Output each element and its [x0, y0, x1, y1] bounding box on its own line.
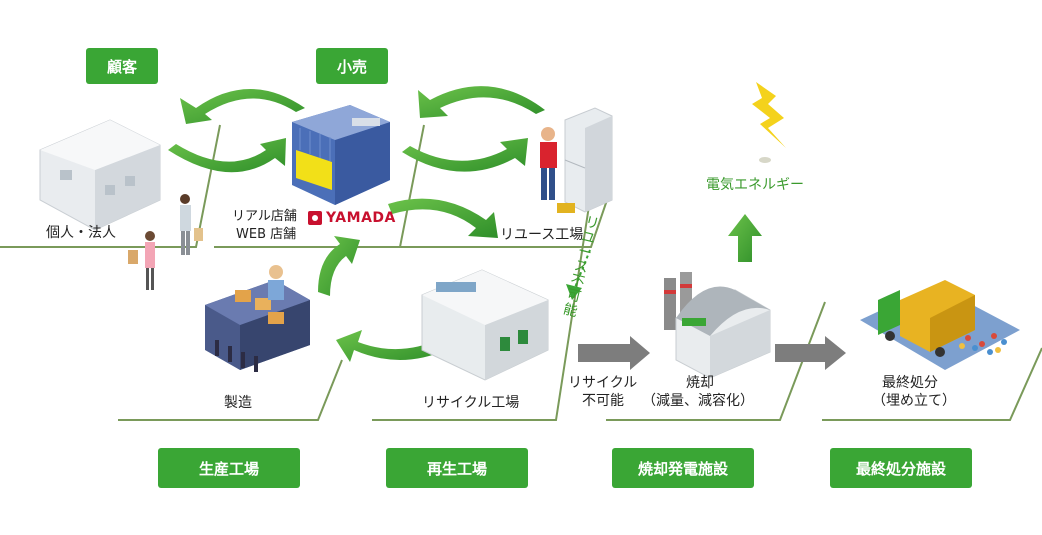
- incineration-plant-illustration: [664, 272, 771, 379]
- arrow-retail-to-reuse: [402, 138, 528, 172]
- label-manufacturing: 製造: [224, 395, 252, 411]
- arrow-manufacture-to-retail: [318, 236, 360, 296]
- label-final-disposal-1: 最終処分: [882, 375, 938, 391]
- arrow-reuse-to-retail: [418, 86, 545, 118]
- arrow-recycle-to-incineration: [578, 336, 650, 370]
- arrow-retail-to-reuse-factory: [388, 198, 498, 238]
- label-incineration-2: （減量、減容化）: [642, 393, 754, 409]
- dotted-arrow: [566, 249, 591, 300]
- shoppers-illustration: [128, 194, 203, 290]
- label-reuse-factory: リユース工場: [500, 227, 584, 243]
- label-web-store: WEB 店舗: [236, 227, 297, 242]
- label-recycle-factory: リサイクル工場: [422, 395, 520, 411]
- badge-retail: 小売: [316, 48, 388, 84]
- flow-arrows-green: [168, 86, 762, 362]
- reuse-illustration: [540, 107, 613, 213]
- label-electric-energy: 電気エネルギー: [706, 177, 804, 193]
- label-real-store: リアル店舗: [232, 209, 297, 224]
- arrow-customer-to-retail: [168, 138, 286, 173]
- label-recycle-not-2: 不可能: [582, 393, 624, 409]
- yamada-logo: YAMADA: [308, 210, 396, 226]
- arrow-incineration-to-landfill: [775, 336, 846, 370]
- energy-bolt-illustration: [752, 82, 786, 163]
- manufacturing-illustration: [205, 265, 310, 372]
- label-recycle-not-1: リサイクル: [568, 375, 638, 391]
- label-incineration-1: 焼却: [686, 375, 714, 391]
- recycle-factory-illustration: [421, 269, 549, 381]
- badge-production-factory: 生産工場: [158, 448, 300, 488]
- label-individual: 個人・法人: [46, 225, 116, 241]
- badge-landfill-facility: 最終処分施設: [830, 448, 972, 488]
- landfill-truck-illustration: [860, 280, 1020, 370]
- badge-recycle-plant: 再生工場: [386, 448, 528, 488]
- arrow-recycle-to-manufacture: [336, 330, 446, 362]
- yamada-wordmark: YAMADA: [326, 210, 396, 226]
- badge-incineration-facility: 焼却発電施設: [612, 448, 754, 488]
- badge-customer: 顧客: [86, 48, 158, 84]
- arrow-to-energy: [728, 214, 762, 262]
- yamada-mark-icon: [308, 211, 322, 225]
- retail-building-illustration: [292, 105, 390, 205]
- label-final-disposal-2: （埋め立て）: [872, 393, 956, 409]
- house-illustration: [39, 119, 161, 231]
- flow-arrows-gray: [578, 336, 846, 370]
- arrow-retail-to-customer: [180, 89, 305, 124]
